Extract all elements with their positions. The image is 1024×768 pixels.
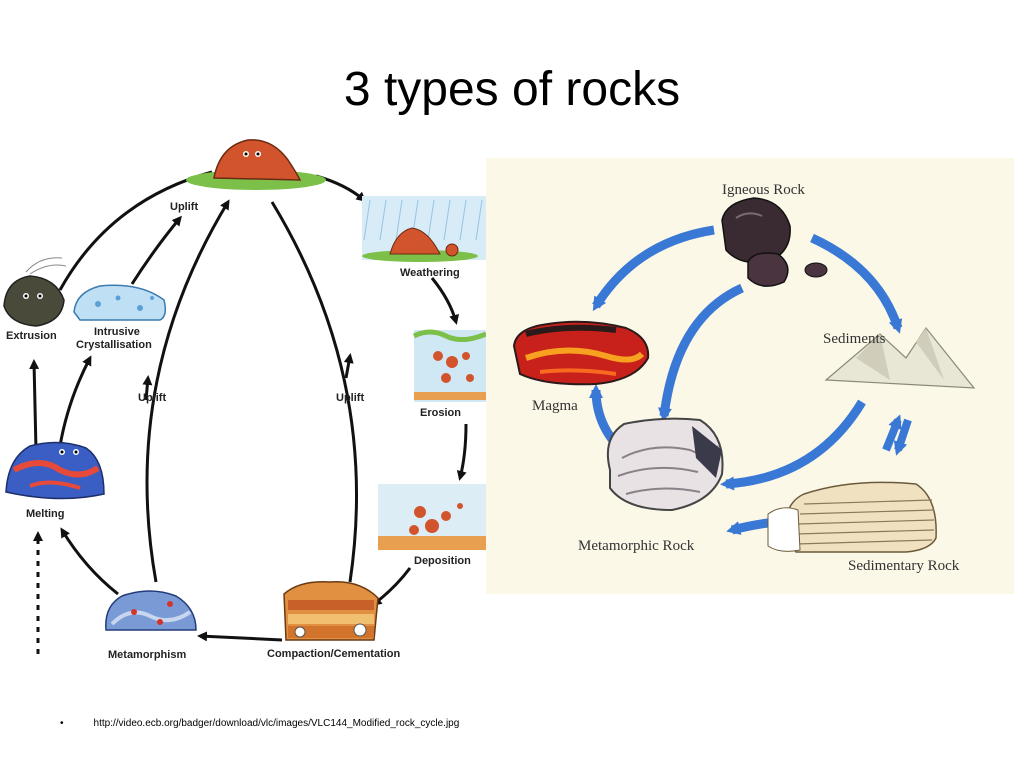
label-metamorphism: Metamorphism (108, 649, 186, 661)
right-rock-cycle-panel: Igneous Rock Sediments Magma Metamorphic… (486, 158, 1014, 594)
arrow-compaction-to-metamorphism (197, 631, 283, 642)
arrow-metamorphism-to-melting (60, 527, 119, 596)
label-uplift-left: Uplift (138, 392, 166, 404)
label-uplift-top: Uplift (170, 201, 198, 213)
igneous-rock-illustration (721, 197, 828, 287)
label-metamorphic-rock: Metamorphic Rock (578, 538, 695, 554)
arrow-erosion-to-deposition (456, 423, 468, 481)
weathering-illustration (362, 196, 486, 262)
deposition-illustration (378, 484, 486, 550)
erosion-illustration (412, 329, 486, 402)
arrow-igneous-to-sediments (810, 233, 903, 334)
bullet: • (60, 718, 64, 729)
source-url[interactable]: http://video.ecb.org/badger/download/vlc… (93, 718, 460, 729)
source-citation: • http://video.ecb.org/badger/download/v… (60, 718, 459, 729)
intrusive-illustration (73, 284, 167, 321)
uplift-left-line (145, 199, 230, 583)
extrusion-illustration (3, 257, 67, 327)
arrow-melting-to-extrusion (29, 359, 40, 451)
label-sediments: Sediments (823, 331, 886, 347)
label-erosion: Erosion (420, 407, 461, 419)
uplift-left-arrowhead (142, 375, 153, 401)
uplift-right-line (270, 201, 358, 583)
arrow-melting-to-intrusive (58, 355, 92, 447)
magma-illustration (512, 320, 650, 386)
label-intrusive-2: Crystallisation (76, 339, 152, 351)
left-rock-cycle-diagram: Uplift Weathering Erosion Deposition Com… (3, 139, 486, 661)
sediments-illustration (824, 326, 976, 389)
label-melting: Melting (26, 508, 65, 520)
slide-title: 3 types of rocks (343, 63, 681, 116)
label-igneous-rock: Igneous Rock (722, 182, 805, 198)
arrow-deposition-to-compaction (371, 567, 412, 606)
metamorphic-rock-illustration (606, 417, 724, 512)
metamorphism-illustration (105, 590, 197, 631)
label-weathering: Weathering (400, 267, 460, 279)
compaction-illustration (283, 581, 379, 641)
uplift-right-arrowhead (343, 353, 354, 379)
melting-illustration (5, 441, 105, 500)
label-compaction: Compaction/Cementation (267, 648, 401, 660)
label-uplift-right: Uplift (336, 392, 364, 404)
arrow-extrusion-to-mountain (58, 170, 213, 291)
label-deposition: Deposition (414, 555, 471, 567)
label-sedimentary-rock: Sedimentary Rock (848, 558, 960, 574)
arrow-sediments-to-metamorphic (720, 399, 866, 491)
arrow-igneous-to-magma (592, 225, 715, 312)
sedimentary-rock-illustration (767, 481, 937, 553)
arrow-intrusive-to-uplift (130, 215, 182, 285)
label-intrusive-1: Intrusive (94, 326, 140, 338)
arrow-weathering-to-erosion (430, 277, 459, 325)
arrow-sediments-sedimentary-down (893, 418, 912, 456)
label-extrusion: Extrusion (6, 330, 57, 342)
label-magma: Magma (532, 398, 578, 414)
arrow-sediments-sedimentary-up (882, 414, 902, 452)
right-rock-cycle-diagram: Igneous Rock Sediments Magma Metamorphic… (512, 182, 976, 574)
mountain-illustration (186, 139, 326, 190)
arrow-igneous-to-metamorphic (658, 283, 744, 422)
